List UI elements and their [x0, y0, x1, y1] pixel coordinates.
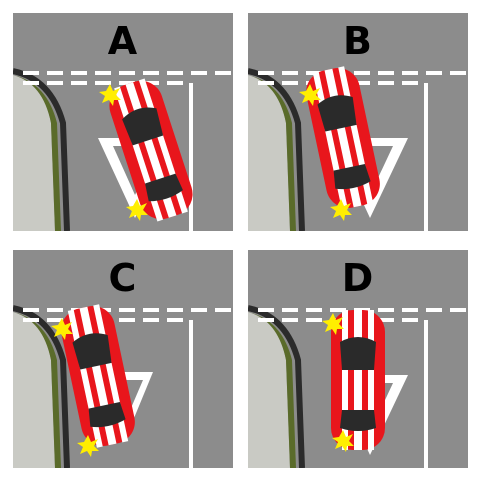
scene-a	[13, 68, 233, 231]
indicator-flash-icon	[77, 435, 99, 457]
option-label: C	[108, 256, 138, 300]
dashed-line	[258, 71, 468, 85]
grass-verge	[248, 312, 296, 468]
scene-d	[248, 305, 468, 468]
option-label: B	[343, 19, 373, 63]
indicator-flash-icon	[51, 318, 73, 340]
option-label: A	[107, 19, 139, 63]
curb-icon	[13, 68, 70, 231]
red-car-icon	[306, 66, 380, 210]
red-car-icon	[109, 78, 193, 222]
indicator-flash-icon	[99, 84, 121, 106]
dashed-line	[23, 71, 233, 85]
curb-icon	[13, 305, 70, 468]
indicator-flash-icon	[330, 199, 352, 221]
grass-verge	[248, 75, 296, 231]
option-label: D	[341, 256, 375, 300]
sidewalk	[13, 75, 55, 231]
indicator-flash-icon	[126, 199, 148, 221]
panel-c[interactable]: C	[13, 250, 233, 468]
curb-icon	[248, 68, 305, 231]
scene-c	[13, 304, 233, 468]
red-car-icon	[331, 310, 385, 450]
indicator-flash-icon	[332, 430, 354, 452]
sidewalk	[248, 75, 290, 231]
panel-a[interactable]: A	[13, 13, 233, 231]
grass-verge	[13, 312, 61, 468]
panel-b[interactable]: B	[248, 13, 468, 231]
dashed-line	[23, 308, 233, 322]
indicator-flash-icon	[322, 313, 344, 335]
sidewalk	[13, 312, 55, 468]
red-car-icon	[61, 304, 135, 448]
panel-d[interactable]: D	[248, 250, 468, 468]
sidewalk	[248, 312, 290, 468]
indicator-flash-icon	[299, 84, 321, 106]
scene-b	[248, 66, 468, 231]
curb-icon	[248, 305, 305, 468]
grass-verge	[13, 75, 61, 231]
